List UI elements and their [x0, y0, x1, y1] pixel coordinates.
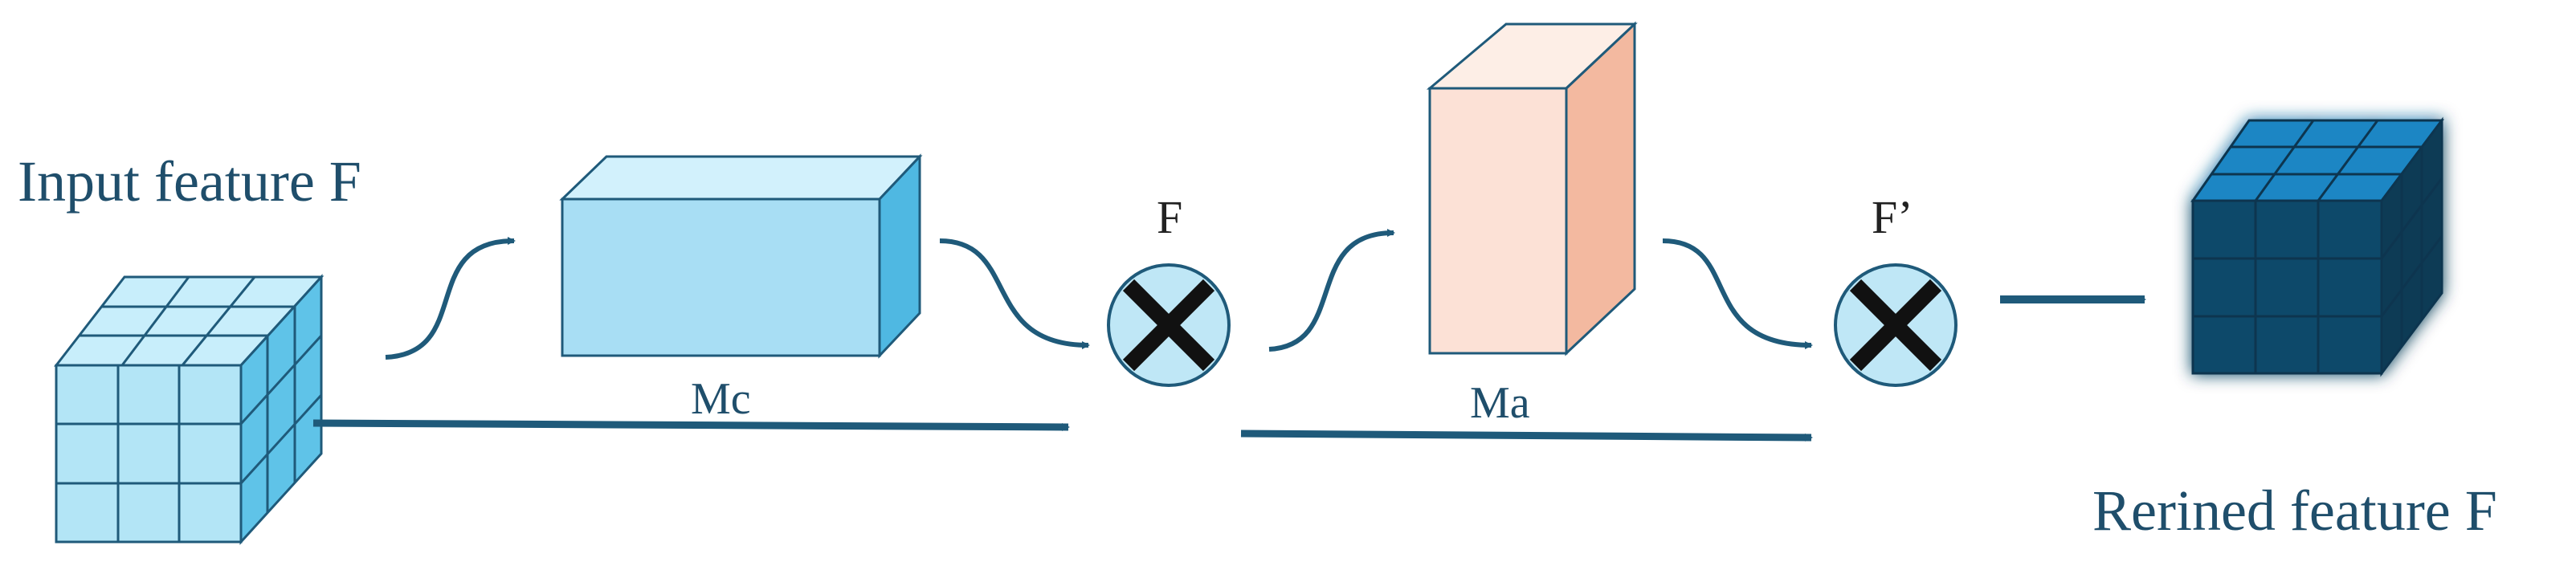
ma-label: Ma — [1470, 378, 1530, 428]
arrow-to-mc — [385, 237, 516, 360]
arrow-mc-to-operator — [939, 238, 1090, 349]
arrow-ma-to-operator — [1662, 238, 1813, 349]
arrow-to-ma — [1268, 229, 1395, 352]
f-prime-label: F’ — [1872, 191, 1913, 243]
input-feature-cube — [53, 274, 325, 545]
multiply-icon — [1834, 263, 1958, 387]
input-feature-label: Input feature F — [18, 149, 361, 214]
ma-block — [1426, 21, 1638, 356]
refined-feature-label: Rerined feature F — [2092, 478, 2497, 543]
mc-block — [559, 153, 923, 359]
mc-label: Mc — [691, 374, 751, 424]
skip-arrow-1 — [312, 419, 1070, 431]
f-label: F — [1157, 191, 1182, 243]
skip-arrow-2 — [1240, 430, 1813, 442]
multiply-icon — [1107, 263, 1231, 387]
refined-feature-cube — [2190, 116, 2444, 377]
